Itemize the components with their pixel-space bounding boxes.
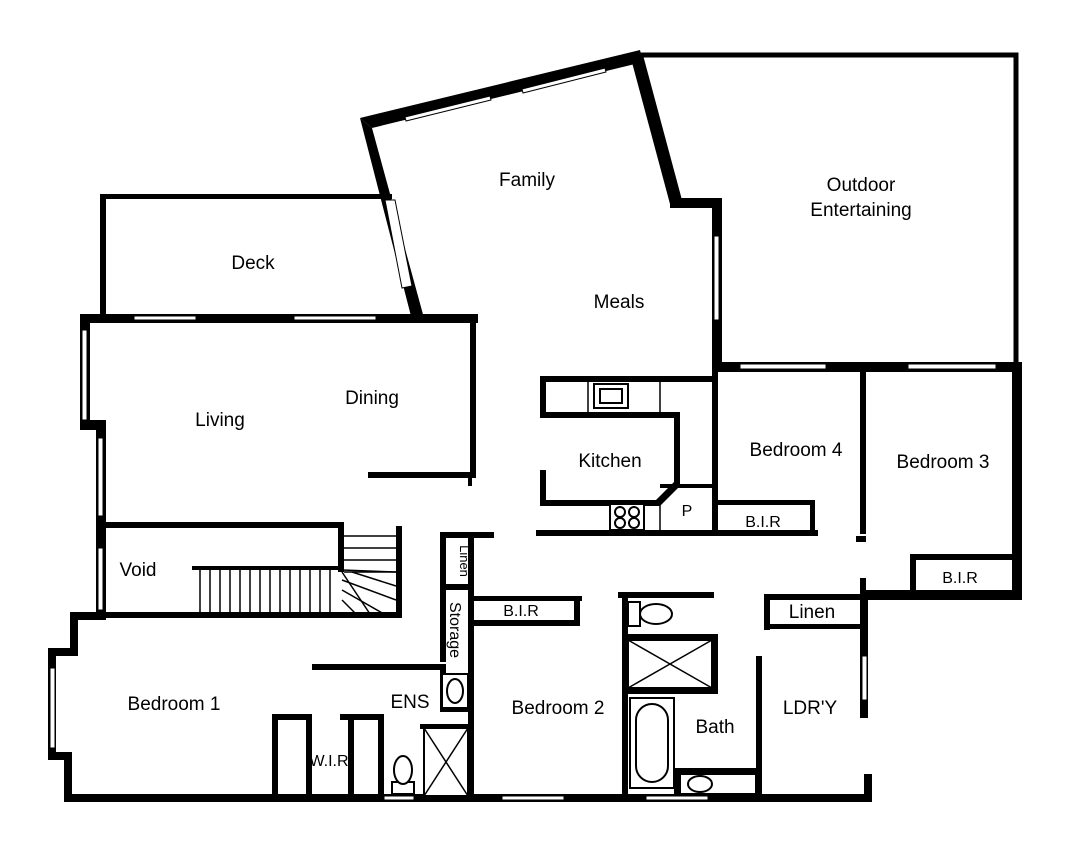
label-void: Void [120,560,157,581]
label-bir-bed3: B.I.R [942,570,978,587]
label-family: Family [499,170,555,191]
room-labels: Family Outdoor Entertaining Deck Meals L… [120,170,990,770]
label-bir-bed4: B.I.R [745,514,781,531]
label-storage: Storage [446,602,463,658]
label-bir-bed2: B.I.R [503,603,539,620]
fixtures [391,380,757,797]
stairs [192,535,397,615]
label-bath: Bath [695,717,734,738]
label-laundry: LDR'Y [783,698,838,719]
label-pantry: P [682,503,693,520]
label-ens: ENS [390,692,429,713]
label-dining: Dining [345,388,399,409]
label-linen-left: Linen [457,545,472,577]
bath-toilet-icon [627,601,641,627]
label-deck: Deck [231,253,275,274]
label-bedroom-1: Bedroom 1 [128,694,221,715]
walls [48,50,1022,802]
label-entertaining: Entertaining [810,200,911,221]
label-living: Living [195,410,245,431]
label-kitchen: Kitchen [578,451,641,472]
label-linen-right: Linen [789,602,836,623]
label-outdoor: Outdoor [827,175,896,196]
label-bedroom-2: Bedroom 2 [512,698,605,719]
label-meals: Meals [594,292,645,313]
label-wir: W.I.R [309,753,348,770]
label-bedroom-4: Bedroom 4 [750,440,843,461]
label-bedroom-3: Bedroom 3 [897,452,990,473]
windows [49,67,997,801]
